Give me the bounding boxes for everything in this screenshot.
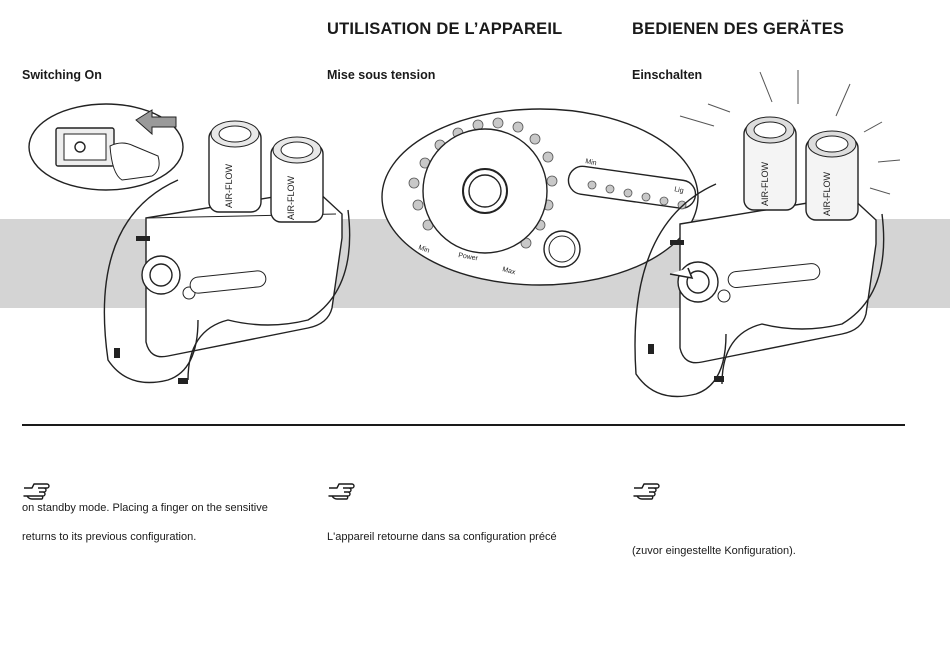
heading-german: BEDIENEN DES GERÄTES [632,20,845,38]
bottle-left: AIR-FLOW [208,120,262,213]
bottle-right: AIR-FLOW [270,136,324,223]
bottle-lit-right: AIR-FLOW [805,130,859,221]
english-note-line-1: on standby mode. Placing a finger on the… [22,502,268,514]
french-note-line: L'appareil retourne dans sa configuratio… [327,531,557,543]
svg-text:AIR-FLOW: AIR-FLOW [760,161,770,206]
svg-text:AIR-FLOW: AIR-FLOW [224,163,234,208]
english-note-line-2: returns to its previous configuration. [22,531,197,543]
subheading-french: Mise sous tension [327,68,436,82]
svg-text:AIR-FLOW: AIR-FLOW [286,175,296,220]
svg-text:Power: Power [458,252,479,262]
section-divider [22,424,905,426]
bottle-lit-left: AIR-FLOW [743,116,797,211]
pointing-hand-icon [23,483,50,500]
svg-text:Max: Max [501,266,516,276]
subheading-english: Switching On [22,68,102,82]
control-panel-zoom: Min Power Max Min Lig [381,108,699,286]
svg-text:Min: Min [585,158,598,167]
device-illustration-switch: AIR-FLOW AIR-FLOW [28,103,351,384]
pointing-hand-icon [328,483,355,500]
subheading-german: Einschalten [632,68,703,82]
svg-text:Min: Min [417,244,430,254]
svg-text:AIR-FLOW: AIR-FLOW [822,171,832,216]
device-illustration-on: AIR-FLOW AIR-FLOW [634,70,901,398]
svg-text:Lig: Lig [674,186,685,195]
german-note-line: (zuvor eingestellte Konfiguration). [632,545,796,557]
pointing-hand-icon [633,483,660,500]
heading-french: UTILISATION DE L’APPAREIL [327,20,563,38]
